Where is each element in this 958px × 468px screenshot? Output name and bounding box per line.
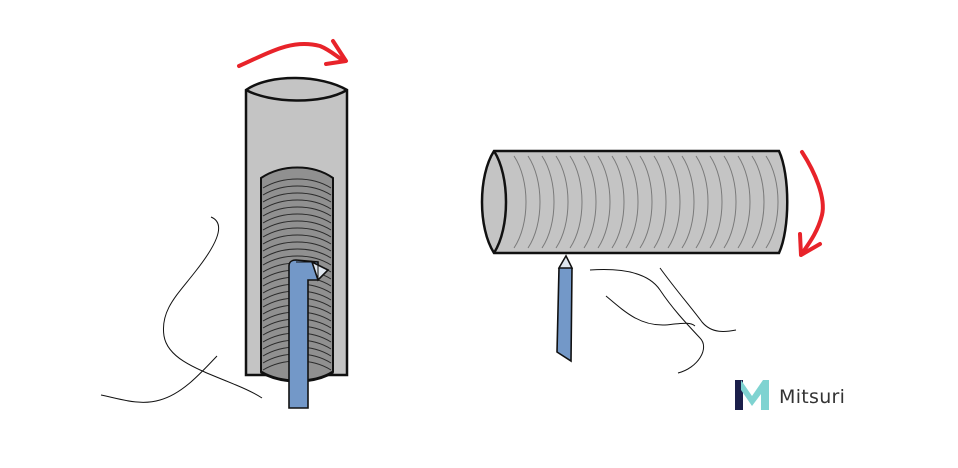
groove-arc <box>262 227 332 238</box>
chip-curl-right-c <box>659 267 737 333</box>
groove-chevron <box>681 155 695 249</box>
groove-chevron <box>625 155 639 249</box>
groove-arc <box>262 220 332 231</box>
horizontal-turning-figure <box>480 149 825 374</box>
groove-chevron <box>527 155 541 249</box>
chip-curl-right-b <box>605 295 696 327</box>
groove-arc <box>262 192 332 203</box>
groove-chevron <box>667 155 681 249</box>
external-groove-chevrons <box>513 155 779 249</box>
left-rotation-arrow <box>237 39 348 68</box>
boring-tool <box>288 259 330 409</box>
chip-curl-bottom <box>100 355 218 403</box>
chip-curl-left <box>162 216 263 399</box>
groove-chevron <box>653 155 667 249</box>
groove-chevron <box>723 155 737 249</box>
groove-arc <box>262 178 332 189</box>
groove-chevron <box>555 155 569 249</box>
groove-arc <box>262 213 332 224</box>
groove-arc <box>262 206 332 217</box>
groove-chevron <box>737 155 751 249</box>
groove-chevron <box>751 155 765 249</box>
brand-logo: Mitsuri <box>735 380 845 410</box>
brand-name: Mitsuri <box>779 386 845 408</box>
groove-chevron <box>611 155 625 249</box>
groove-chevron <box>569 155 583 249</box>
groove-chevron <box>695 155 709 249</box>
groove-arc <box>262 255 332 266</box>
groove-arc <box>262 185 332 196</box>
right-rotation-arrow <box>798 150 825 257</box>
groove-chevron <box>541 155 555 249</box>
groove-chevron <box>583 155 597 249</box>
groove-arc <box>262 241 332 252</box>
groove-chevron <box>513 155 527 249</box>
groove-arc <box>262 234 332 245</box>
horizontal-workpiece <box>480 149 789 255</box>
groove-arc <box>262 248 332 259</box>
groove-chevron <box>639 155 653 249</box>
groove-chevron <box>597 155 611 249</box>
vertical-boring-figure <box>100 39 349 409</box>
turning-tool <box>556 254 574 363</box>
vertical-workpiece-top-edge <box>245 88 348 102</box>
groove-chevron <box>709 155 723 249</box>
horizontal-workpiece-left-face <box>492 150 508 254</box>
groove-chevron <box>765 155 779 249</box>
chip-curl-right-a <box>589 269 705 374</box>
groove-arc <box>262 199 332 210</box>
mitsuri-logo-icon <box>735 380 769 410</box>
